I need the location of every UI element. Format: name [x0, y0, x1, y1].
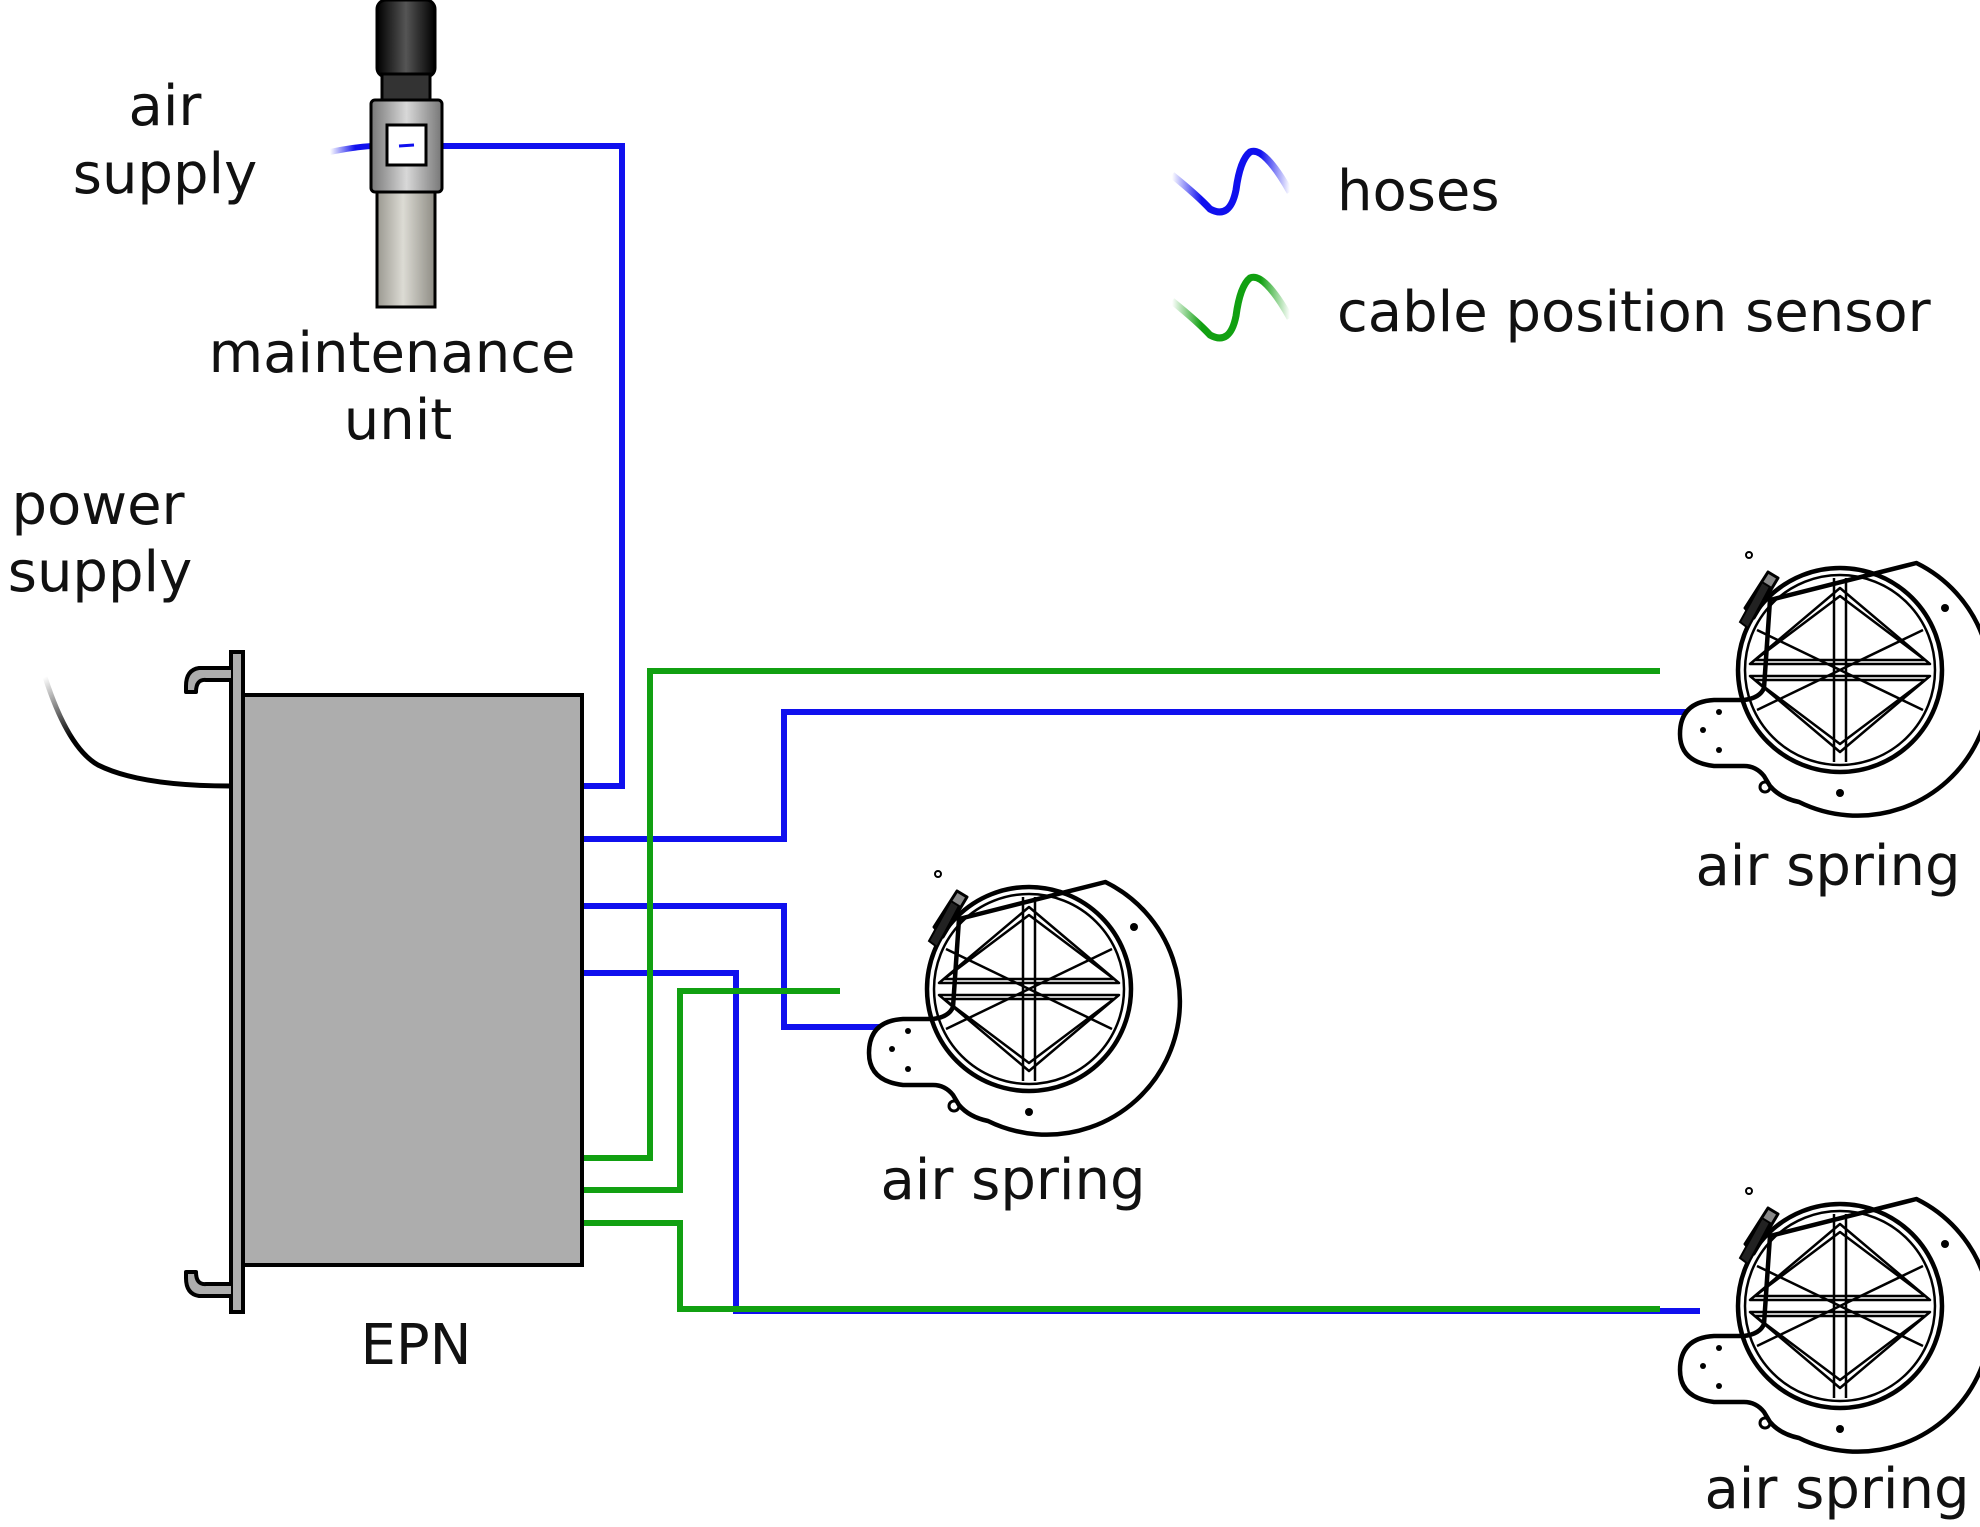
- cable-epn-to-spring-mid: [582, 988, 840, 1193]
- power-supply-label-line1: power: [11, 473, 185, 538]
- cable-epn-to-spring-top: [582, 668, 1660, 1161]
- cable-epn-to-spring-bottom: [582, 1220, 1660, 1312]
- epn-unit: [184, 650, 584, 1314]
- hose-epn-to-spring-top: [582, 709, 1700, 842]
- maintenance-unit-label-line2: unit: [344, 388, 453, 453]
- air-spring-top-label: air spring: [1695, 834, 1960, 899]
- legend-hose-swatch: [1169, 147, 1294, 216]
- hose-epn-to-spring-mid: [582, 903, 900, 1030]
- legend-cable-label: cable position sensor: [1337, 280, 1932, 345]
- air-spring-bottom-label: air spring: [1704, 1457, 1969, 1522]
- air-spring-mid-label: air spring: [880, 1148, 1145, 1213]
- cable-lines: [582, 668, 1660, 1312]
- hose-air-supply-inlet: [329, 143, 373, 155]
- air-supply-label-line1: air: [129, 74, 203, 139]
- air-spring-bottom-icon: [1680, 1188, 1980, 1452]
- legend-hoses-label: hoses: [1337, 159, 1500, 224]
- air-spring-top-icon: [1680, 552, 1980, 816]
- legend: hoses cable position sensor: [1169, 147, 1932, 345]
- hose-maintenance-to-epn: [438, 143, 625, 789]
- maintenance-unit-icon: [369, 0, 444, 309]
- epn-label: EPN: [360, 1313, 471, 1378]
- legend-cable-swatch: [1169, 273, 1294, 342]
- power-supply-cable: [42, 676, 231, 789]
- air-spring-mid-icon: [869, 871, 1180, 1135]
- air-supply-label-line2: supply: [73, 142, 257, 207]
- power-supply-label-line2: supply: [8, 540, 192, 605]
- maintenance-unit-label-line1: maintenance: [209, 321, 576, 386]
